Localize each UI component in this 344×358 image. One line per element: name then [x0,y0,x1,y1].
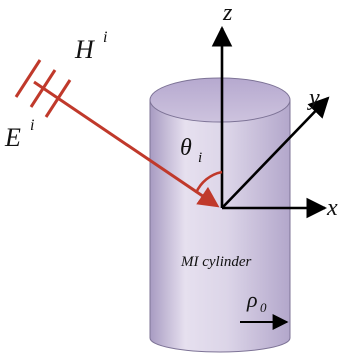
incidence-angle-arc [194,170,223,194]
incidence-angle-subscript: i [198,150,202,166]
incident-wave [14,59,220,208]
cylinder-label: MI cylinder [180,254,252,270]
x-axis-label: x [326,195,338,221]
electric-field-superscript: i [30,117,34,134]
incident-wave-arrow [33,80,220,208]
wavefront-lines-icon [14,59,72,118]
cylinder-body [149,99,291,353]
mi-cylinder [149,77,291,353]
radius-label: ρ [246,287,258,312]
y-axis-label: y [307,85,320,111]
magnetic-field-superscript: i [103,29,107,46]
magnetic-field-label: H [74,35,95,64]
cylinder-top [149,77,291,123]
coordinate-axes [211,25,330,219]
incidence-angle-label: θ [180,135,192,161]
radius-subscript: 0 [260,300,267,315]
y-axis [221,96,330,209]
electric-field-label: E [4,123,21,152]
z-axis-label: z [222,0,233,26]
